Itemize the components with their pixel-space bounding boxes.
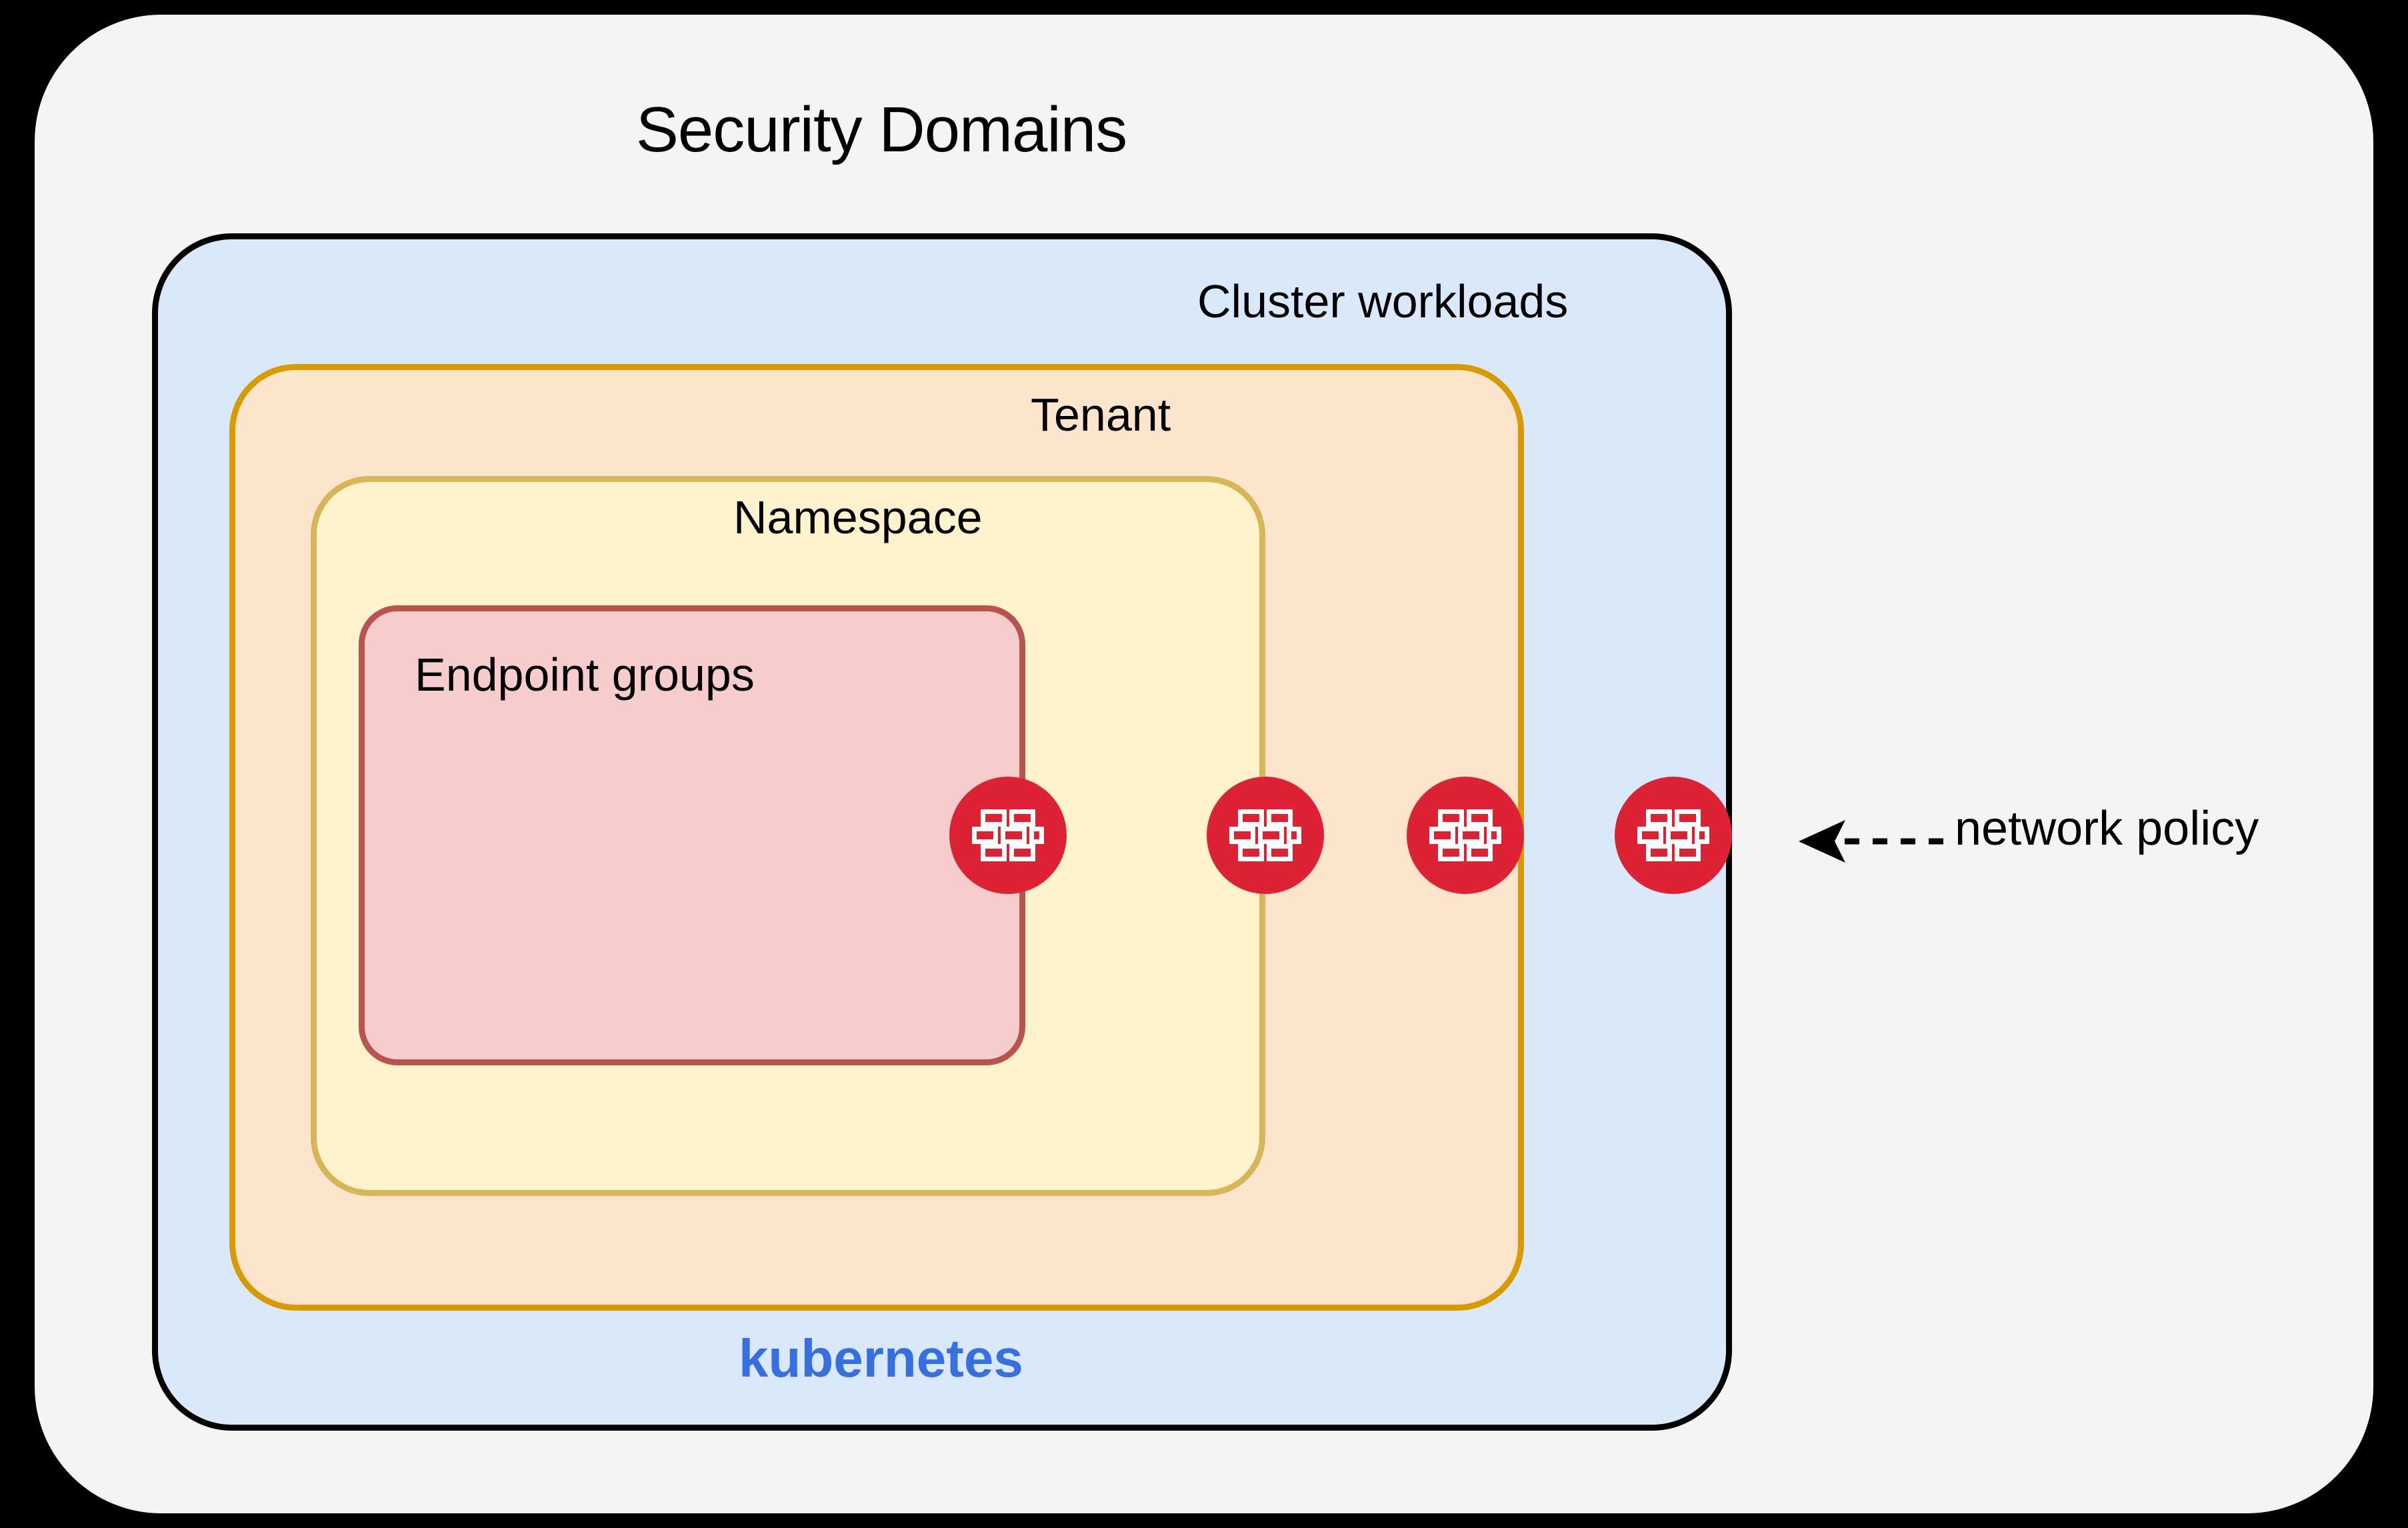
- firewall-node-endpoint-boundary[interactable]: [949, 777, 1067, 894]
- firewall-brick-icon: [971, 807, 1045, 863]
- firewall-node-cluster-boundary[interactable]: [1615, 777, 1732, 894]
- dashed-arrow-left-icon: [1793, 811, 1947, 871]
- page-title: Security Domains: [635, 94, 1127, 165]
- firewall-brick-icon: [1229, 807, 1302, 863]
- domain-label-cluster-workloads: Cluster workloads: [1197, 275, 1569, 327]
- firewall-brick-icon: [1637, 807, 1710, 863]
- domain-label-namespace: Namespace: [733, 491, 983, 543]
- domain-label-endpoint-groups: Endpoint groups: [415, 649, 755, 701]
- firewall-node-tenant-boundary[interactable]: [1407, 777, 1524, 894]
- firewall-node-namespace-boundary[interactable]: [1207, 777, 1324, 894]
- kubernetes-wordmark: kubernetes: [739, 1329, 1023, 1388]
- annotation-label-network-policy: network policy: [1955, 802, 2259, 855]
- firewall-brick-icon: [1429, 807, 1502, 863]
- domain-label-tenant: Tenant: [1031, 389, 1171, 441]
- security-domains-panel: Security Domains Cluster workloads Tenan…: [35, 15, 2373, 1513]
